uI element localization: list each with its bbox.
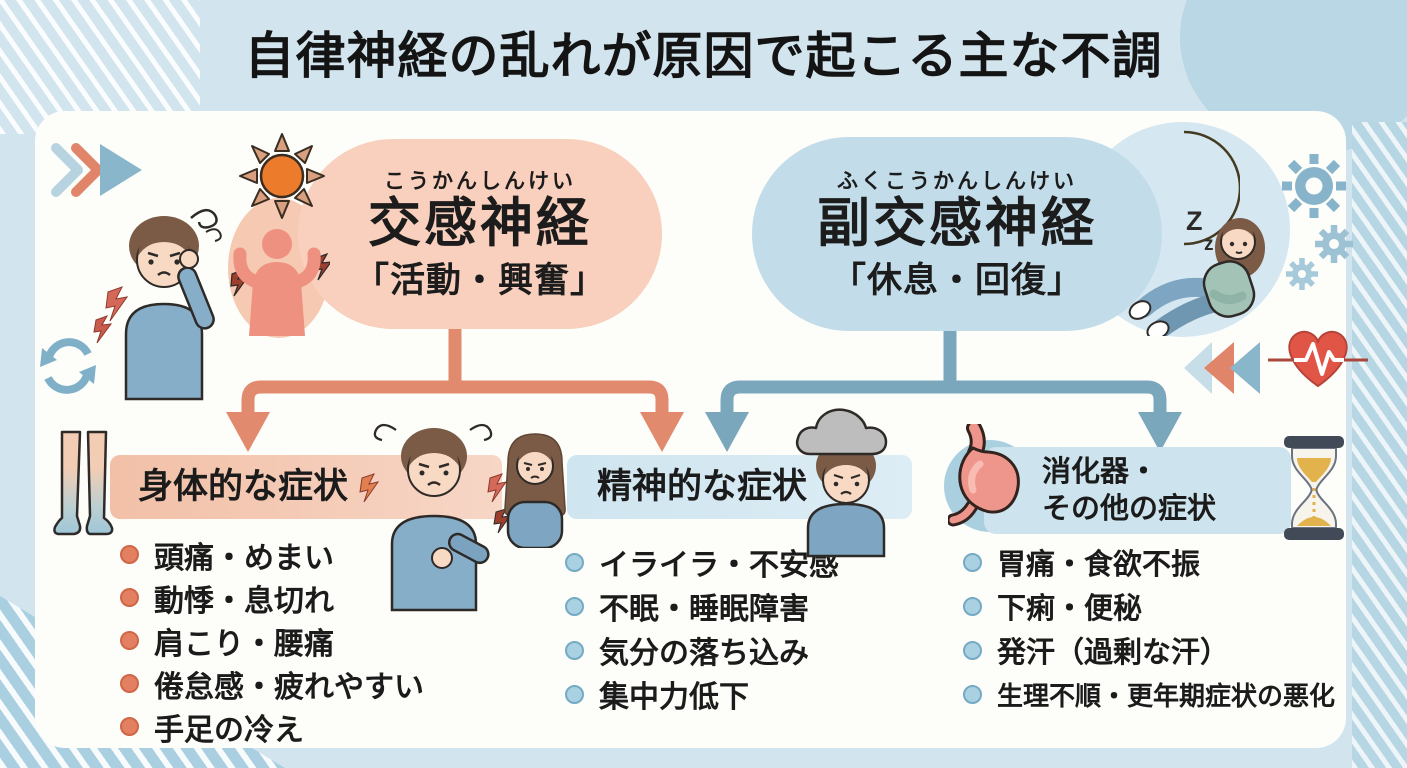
resting-woman-illustration <box>1128 218 1265 336</box>
symptom-item: イライラ・不安感 <box>565 540 839 584</box>
symptom-item: 集中力低下 <box>565 672 839 716</box>
symptom-text: 下痢・便秘 <box>997 593 1143 625</box>
rewind-icon <box>1184 342 1260 394</box>
cold-legs-illustration <box>53 430 114 536</box>
bullet-icon <box>120 588 139 607</box>
bullet-icon <box>963 596 982 616</box>
parasympathetic-node: ふくこうかんしんけい 副交感神経 「休息・回復」 <box>752 137 1162 331</box>
gloomy-cloud-man-illustration <box>795 408 888 558</box>
symptom-item: 下痢・便秘 <box>963 584 1335 628</box>
bullet-icon <box>565 640 584 660</box>
bullet-icon <box>565 596 584 616</box>
symptom-text: 胃痛・食欲不振 <box>997 549 1201 581</box>
page-title: 自律神経の乱れが原因で起こる主な不調 <box>244 28 1163 84</box>
cycle-icon <box>40 338 96 394</box>
bullet-icon <box>565 552 584 572</box>
symptom-text: 生理不順・更年期症状の悪化 <box>997 680 1336 711</box>
bullet-icon <box>120 717 139 736</box>
sympathetic-furigana: こうかんしんけい <box>384 169 576 193</box>
hourglass-icon <box>1284 436 1344 540</box>
symptom-item: 頭痛・めまい <box>120 533 424 576</box>
sleep-z-text-small: z <box>1204 234 1214 255</box>
bullet-icon <box>120 674 139 693</box>
stomach-icon <box>948 424 1020 527</box>
bullet-icon <box>963 684 982 704</box>
symptom-text: イライラ・不安感 <box>599 549 839 582</box>
symptom-text: 気分の落ち込み <box>599 637 809 670</box>
stripes-band-right <box>1352 122 1407 768</box>
stressed-man-illustration <box>93 209 222 401</box>
mental-symptoms-header: 精神的な症状 <box>597 467 808 506</box>
sun-icon <box>239 133 325 219</box>
digestive-header-line1: 消化器・ <box>1042 456 1159 488</box>
gears-icon <box>1282 154 1353 290</box>
sad-woman-illustration <box>504 433 566 548</box>
symptom-item: 動悸・息切れ <box>120 576 424 619</box>
digestive-symptoms-list: 胃痛・食欲不振 下痢・便秘 発汗（過剰な汗） 生理不順・更年期症状の悪化 <box>963 540 1335 716</box>
bullet-icon <box>963 640 982 660</box>
symptom-text: 発汗（過剰な汗） <box>997 637 1230 669</box>
digestive-header-line2: その他の症状 <box>1042 493 1217 525</box>
sleep-z-text: Z <box>1186 206 1203 236</box>
digestive-symptoms-header: 消化器・ その他の症状 <box>1042 454 1216 528</box>
symptom-item: 倦怠感・疲れやすい <box>120 662 424 705</box>
excited-figure-illustration <box>230 229 330 336</box>
heart-ecg-icon <box>1268 330 1368 388</box>
symptom-text: 不眠・睡眠障害 <box>599 593 809 626</box>
symptom-item: 手足の冷え <box>120 705 424 748</box>
fast-forward-icon <box>51 143 142 197</box>
bullet-icon <box>963 552 982 572</box>
parasympathetic-subtitle: 「休息・回復」 <box>830 261 1083 301</box>
symptom-text: 集中力低下 <box>599 681 749 714</box>
symptom-item: 生理不順・更年期症状の悪化 <box>963 672 1335 716</box>
symptom-text: 倦怠感・疲れやすい <box>154 670 424 704</box>
physical-symptoms-header: 身体的な症状 <box>138 467 349 506</box>
symptom-text: 頭痛・めまい <box>154 541 334 575</box>
bullet-icon <box>120 631 139 650</box>
symptom-item: 発汗（過剰な汗） <box>963 628 1335 672</box>
physical-symptoms-list: 頭痛・めまい 動悸・息切れ 肩こり・腰痛 倦怠感・疲れやすい 手足の冷え <box>120 533 424 748</box>
sympathetic-name: 交感神経 <box>368 193 592 253</box>
symptom-item: 気分の落ち込み <box>565 628 839 672</box>
bullet-icon <box>120 545 139 564</box>
symptom-item: 肩こり・腰痛 <box>120 619 424 662</box>
symptom-item: 不眠・睡眠障害 <box>565 584 839 628</box>
sympathetic-subtitle: 「活動・興奮」 <box>353 261 606 301</box>
symptom-text: 動悸・息切れ <box>154 584 334 618</box>
bullet-icon <box>565 684 584 704</box>
digestive-symptoms-banner: 消化器・ その他の症状 <box>984 447 1291 534</box>
sympathetic-node: こうかんしんけい 交感神経 「活動・興奮」 <box>298 139 662 329</box>
symptom-text: 手足の冷え <box>154 713 304 747</box>
parasympathetic-furigana: ふくこうかんしんけい <box>837 169 1077 193</box>
symptom-text: 肩こり・腰痛 <box>154 627 334 661</box>
chest-pain-man-illustration <box>359 423 510 612</box>
parasympathetic-name: 副交感神経 <box>817 193 1097 253</box>
mental-symptoms-list: イライラ・不安感 不眠・睡眠障害 気分の落ち込み 集中力低下 <box>565 540 839 716</box>
moon-icon <box>1183 130 1240 246</box>
symptom-item: 胃痛・食欲不振 <box>963 540 1335 584</box>
